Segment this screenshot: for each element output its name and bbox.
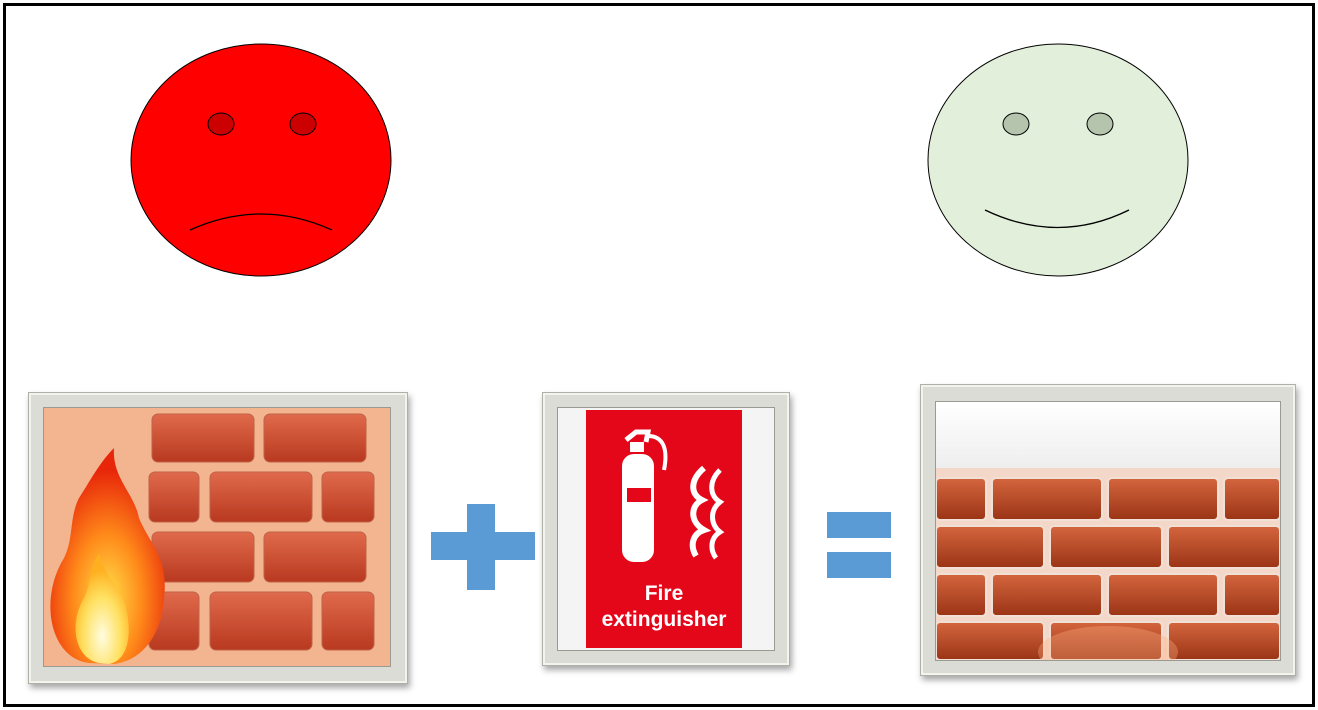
diagram-frame: Fire extinguisher xyxy=(3,3,1315,707)
fire-extinguisher-icon xyxy=(622,429,725,562)
sign-background: Fire extinguisher xyxy=(586,410,742,648)
sign-line2: extinguisher xyxy=(601,608,727,631)
fire-extinguisher-panel: Fire extinguisher xyxy=(542,392,790,666)
brick-wall-panel xyxy=(920,384,1296,676)
happy-face-icon xyxy=(927,43,1189,277)
equals-icon xyxy=(827,512,891,578)
burning-wall-icon xyxy=(43,407,391,667)
burning-wall-panel xyxy=(28,392,408,684)
plus-icon xyxy=(431,504,535,590)
fire-extinguisher-sign: Fire extinguisher xyxy=(557,407,775,651)
sad-face-icon xyxy=(130,43,392,277)
sign-line1: Fire xyxy=(644,582,684,605)
brick-wall-icon xyxy=(935,401,1281,661)
